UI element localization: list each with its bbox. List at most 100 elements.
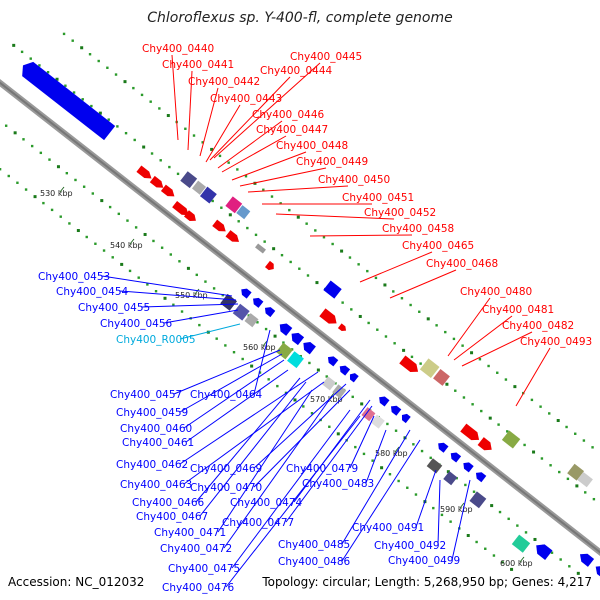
guide-dot — [97, 59, 100, 63]
gene-features — [22, 61, 600, 580]
gene-arrow-shape — [319, 308, 337, 324]
reverse-gene-label: Chy400_0463 — [120, 479, 192, 491]
reverse-gene-label: Chy400_0470 — [190, 482, 262, 494]
guide-dot — [288, 208, 291, 212]
reverse-label-connector — [285, 405, 373, 523]
reverse-label-connector — [195, 377, 301, 503]
gene-block-shape — [321, 376, 337, 391]
guide-dot — [418, 310, 421, 313]
guide-dot — [247, 314, 250, 317]
forward-gene-label: Chy400_0446 — [252, 109, 325, 121]
forward-label-connector — [389, 269, 457, 299]
guide-dot — [410, 355, 414, 359]
guide-dot — [507, 517, 510, 521]
reverse-label-connector — [119, 290, 237, 301]
gene-arrow-shape — [536, 544, 553, 560]
reverse-gene-arrow — [463, 462, 474, 473]
guide-dot — [221, 293, 224, 297]
forward-label-connector — [447, 297, 491, 357]
guide-dot — [117, 212, 121, 216]
guide-dot — [142, 145, 146, 149]
guide-dot — [341, 301, 344, 304]
forward-gene-label: Chy400_0458 — [382, 223, 454, 235]
reverse-gene-label: Chy400_0476 — [162, 582, 235, 594]
reverse-gene-label: Chy400_0479 — [286, 463, 358, 475]
forward-gene-arrow — [264, 260, 274, 271]
forward-gene-arrow — [477, 437, 492, 451]
guide-dot — [340, 249, 344, 253]
reverse-gene-arrow — [379, 396, 390, 407]
forward-gene-label: Chy400_0448 — [276, 140, 348, 152]
guide-dot — [38, 64, 41, 67]
guide-dot — [132, 86, 135, 90]
gene-block — [577, 471, 593, 488]
guide-dot — [169, 253, 172, 256]
gene-arrow-shape — [399, 355, 419, 373]
guide-dot — [108, 205, 112, 209]
guide-dot — [384, 335, 388, 338]
forward-label-connector — [453, 315, 513, 361]
guide-dot — [7, 174, 10, 178]
gene-arrow-shape — [253, 297, 264, 308]
label-connectors — [101, 54, 551, 588]
guide-dot — [506, 430, 509, 433]
reverse-gene-label: Chy400_0464 — [190, 389, 263, 401]
reverse-gene-arrow — [579, 553, 595, 567]
guide-dot — [258, 371, 262, 374]
reverse-label-connector — [179, 353, 283, 413]
reverse-gene-label: Chy400_0483 — [302, 478, 374, 490]
genome-backbone-core — [0, 81, 600, 554]
guide-dot — [42, 201, 45, 205]
gene-arrow-shape — [327, 356, 339, 367]
reverse-gene-arrow — [401, 413, 411, 424]
guide-dot — [137, 276, 140, 279]
guide-dot — [48, 158, 51, 161]
scale-tick-label: 550 kbp — [175, 291, 208, 300]
reverse-gene-label: Chy400_0486 — [278, 556, 351, 568]
scale-tick-mark — [519, 556, 525, 563]
guide-dot — [82, 185, 86, 188]
guide-dot — [540, 457, 544, 460]
reverse-label-connector — [223, 395, 333, 549]
guide-dot — [62, 32, 66, 36]
reverse-gene-label: Chy400_0474 — [230, 497, 303, 509]
guide-dot — [576, 571, 580, 575]
reverse-label-connector — [231, 409, 351, 569]
guide-dot — [478, 358, 482, 361]
guide-dot — [574, 432, 577, 435]
guide-dot — [584, 491, 587, 494]
scale-tick-mark — [129, 238, 135, 245]
reverse-gene-label: Chy400_0461 — [122, 437, 194, 449]
gene-arrow-shape — [349, 373, 359, 383]
forward-gene-label: Chy400_0440 — [142, 43, 214, 55]
guide-dot — [276, 384, 279, 388]
guide-dot — [388, 473, 392, 476]
guide-dot — [582, 439, 586, 442]
guide-dot — [210, 147, 214, 151]
gene-block-shape — [501, 430, 521, 449]
guide-dot — [50, 208, 54, 212]
forward-gene-arrow — [399, 355, 419, 373]
guide-dot — [490, 504, 494, 508]
guide-dot — [374, 276, 378, 280]
guide-dot — [232, 351, 236, 354]
gene-arrow-shape — [595, 566, 600, 580]
reverse-gene-label: Chy400_0491 — [352, 522, 424, 534]
gene-block-shape — [287, 351, 304, 369]
guide-dot — [22, 138, 25, 141]
reverse-gene-label: Chy400_0457 — [110, 389, 182, 401]
reverse-gene-label: Chy400_0459 — [116, 407, 188, 419]
guide-dot — [484, 547, 487, 550]
guide-dot — [158, 107, 161, 110]
guide-dot — [550, 551, 554, 554]
guide-dot — [267, 378, 270, 381]
scale-tick-mark — [194, 288, 200, 295]
scale-tick-mark — [59, 186, 65, 193]
guide-dot — [88, 53, 92, 56]
guide-dot — [549, 464, 552, 467]
gene-block — [321, 376, 337, 391]
gene-arrow-shape — [579, 553, 595, 567]
guide-dot — [264, 327, 268, 331]
reverse-label-connector — [179, 371, 319, 465]
